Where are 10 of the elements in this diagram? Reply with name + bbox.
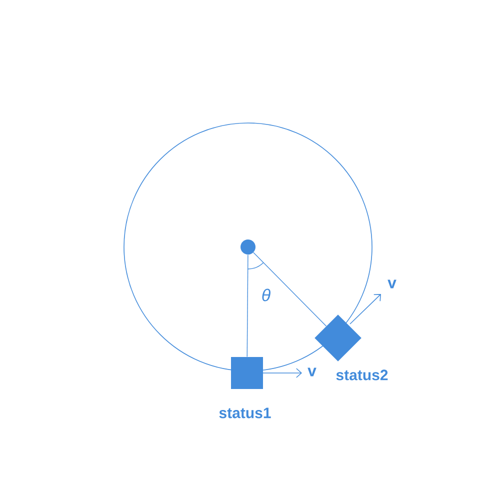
connector-line: [253, 252, 327, 326]
node-caption: status1: [219, 408, 271, 418]
square-block: [231, 357, 263, 389]
connector-line: [246, 254, 248, 358]
diamond-block: [314, 314, 362, 362]
node-caption: status2: [336, 370, 388, 380]
velocity-label: v: [308, 368, 316, 376]
angle-label: θ: [262, 288, 270, 302]
pivot-dot: [240, 240, 256, 254]
velocity-label: v: [388, 280, 396, 288]
